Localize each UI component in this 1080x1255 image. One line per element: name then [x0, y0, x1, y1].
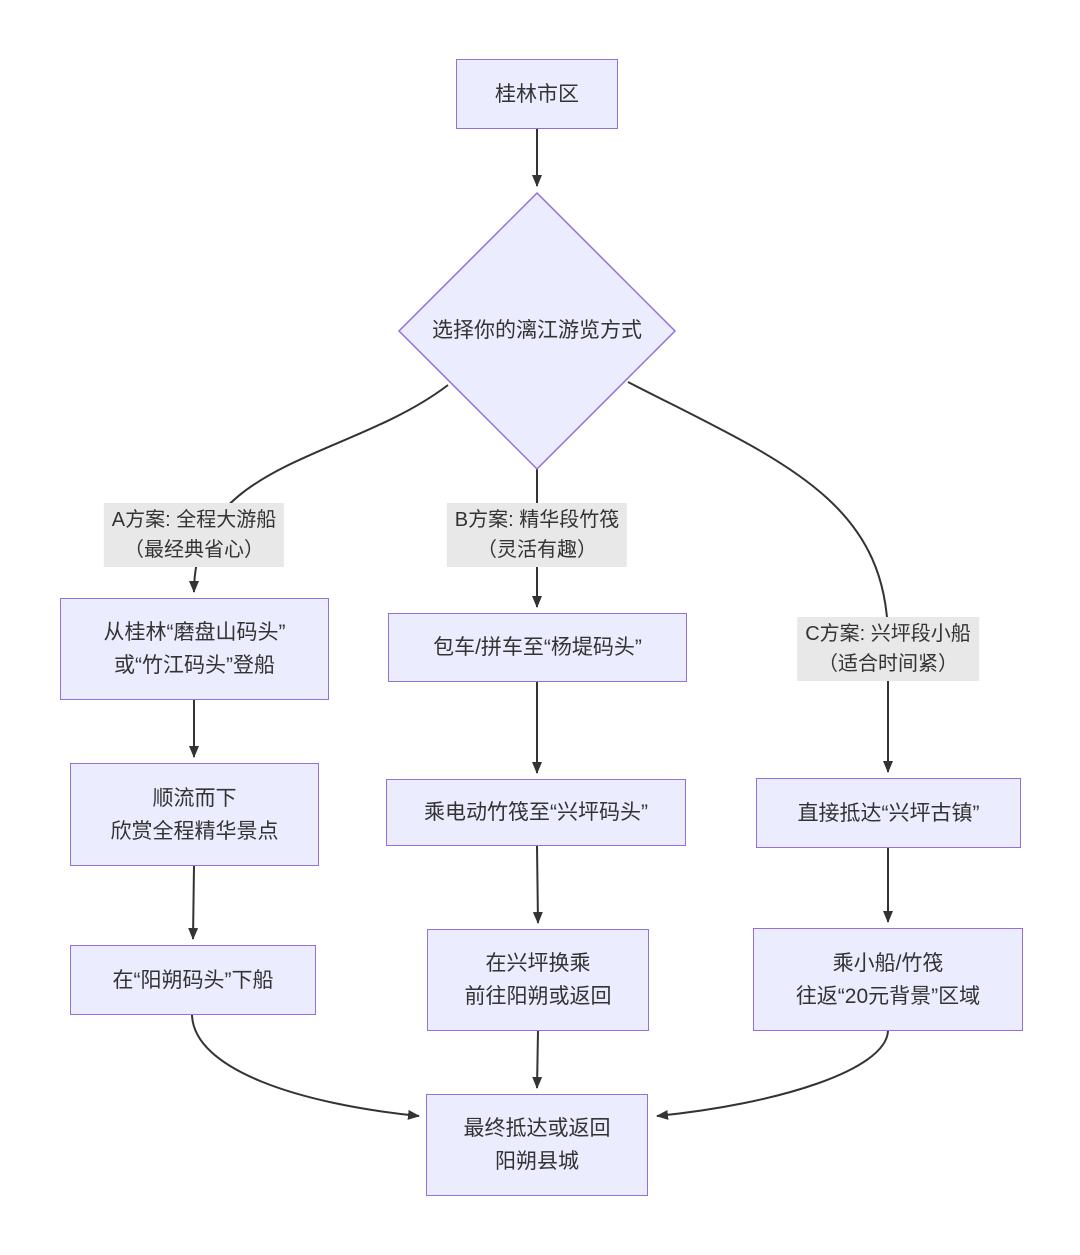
- node-decision-label: 选择你的漓江游览方式: [399, 316, 675, 346]
- node-label: 直接抵达“兴坪古镇”: [797, 801, 980, 825]
- node-cruise-downstream: 顺流而下 欣赏全程精华景点: [70, 763, 319, 866]
- node-label-line: 阳朔县城: [495, 1150, 579, 1173]
- edge-label-plan-b: B方案: 精华段竹筏 （灵活有趣）: [446, 503, 628, 567]
- edge-a2-a3: [188, 865, 199, 940]
- edge-decision-c1: [627, 381, 893, 773]
- node-board-at-guilin-wharf: 从桂林“磨盘山码头” 或“竹江码头”登船: [60, 598, 329, 700]
- node-label: 包车/拼车至“杨堤码头”: [433, 636, 642, 659]
- edge-label-line: C方案: 兴坪段小船: [805, 623, 971, 645]
- node-label-line: 在兴坪换乘: [485, 952, 591, 975]
- edge-label-plan-a: A方案: 全程大游船 （最经典省心）: [103, 503, 285, 567]
- node-label-line: 顺流而下: [152, 786, 237, 810]
- node-guilin-city: 桂林市区: [456, 59, 618, 129]
- node-label: 在“阳朔码头”下船: [112, 968, 274, 992]
- node-label-line: 最终抵达或返回: [463, 1117, 611, 1140]
- node-arrive-yangshuo-county: 最终抵达或返回 阳朔县城: [426, 1094, 648, 1196]
- node-label-line: 乘小船/竹筏: [832, 951, 944, 975]
- node-arrive-xingping-town: 直接抵达“兴坪古镇”: [756, 778, 1021, 848]
- node-label-line: 或“竹江码头”登船: [114, 654, 275, 677]
- node-decision-shape: [397, 191, 677, 471]
- edge-b2-b3: [532, 845, 543, 924]
- edge-label-line: （灵活有趣）: [476, 539, 597, 561]
- node-label-line: 往返“20元背景”区域: [795, 984, 981, 1008]
- node-label-line: 欣赏全程精华景点: [110, 819, 279, 843]
- node-transfer-at-xingping: 在兴坪换乘 前往阳朔或返回: [427, 929, 649, 1031]
- node-disembark-yangshuo-wharf: 在“阳朔码头”下船: [70, 945, 316, 1015]
- node-label: 选择你的漓江游览方式: [432, 319, 642, 342]
- edge-label-line: （最经典省心）: [123, 539, 264, 561]
- node-car-to-yangdi-wharf: 包车/拼车至“杨堤码头”: [388, 613, 687, 682]
- node-raft-to-xingping-wharf: 乘电动竹筏至“兴坪码头”: [386, 779, 686, 846]
- edge-label-line: （适合时间紧）: [818, 653, 958, 675]
- edge-label-plan-c: C方案: 兴坪段小船 （适合时间紧）: [797, 617, 979, 681]
- edge-c2-end: [656, 1030, 889, 1120]
- node-label: 乘电动竹筏至“兴坪码头”: [424, 801, 648, 824]
- node-label-line: 前往阳朔或返回: [464, 985, 612, 1008]
- edge-label-line: A方案: 全程大游船: [111, 509, 277, 531]
- node-boat-20yuan-scenery: 乘小船/竹筏 往返“20元背景”区域: [753, 928, 1023, 1031]
- edge-label-line: B方案: 精华段竹筏: [454, 509, 620, 531]
- node-label-line: 从桂林“磨盘山码头”: [103, 621, 286, 644]
- edge-a3-end: [191, 1014, 420, 1120]
- edge-b3-end: [532, 1030, 543, 1089]
- node-label: 桂林市区: [495, 82, 579, 106]
